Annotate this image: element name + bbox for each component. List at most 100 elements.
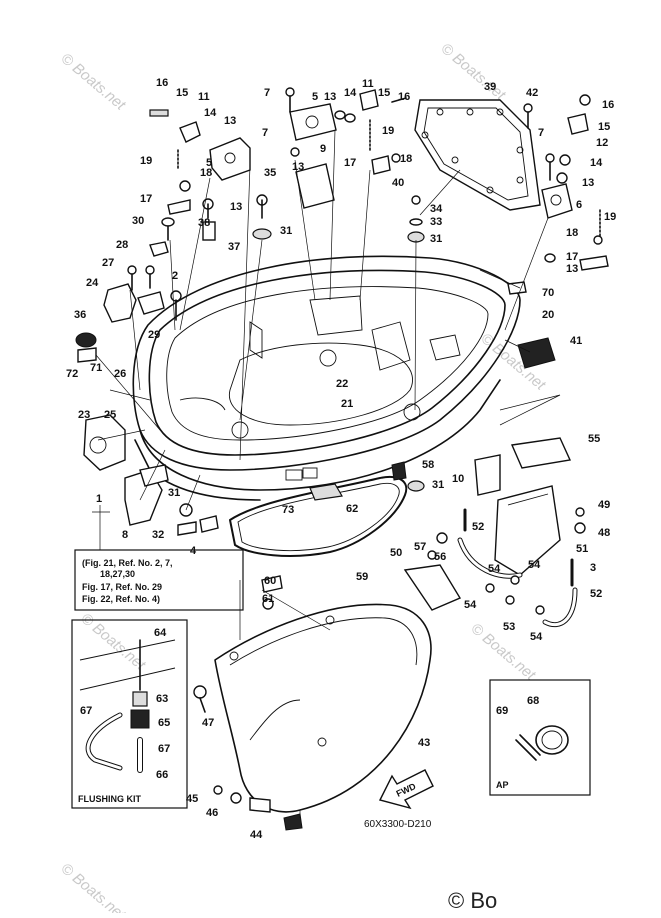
callout-18: 18 [566,227,578,239]
callout-19: 19 [604,211,616,223]
callout-40: 40 [392,177,404,189]
callout-13: 13 [582,177,594,189]
callout-67: 67 [158,743,170,755]
callout-13: 13 [324,91,336,103]
callout-36: 36 [74,309,86,321]
callout-14: 14 [590,157,603,169]
callout-10: 10 [452,473,464,485]
callout-15: 15 [598,121,610,133]
callout-3: 3 [590,562,596,574]
callout-49: 49 [598,499,610,511]
callout-14: 14 [204,107,217,119]
watermark: © Boats.net [57,860,129,913]
callout-39: 39 [484,81,496,93]
note-box: (Fig. 21, Ref. No. 2, 7, 18,27,30 Fig. 1… [74,505,244,611]
gasket-part-59 [229,476,408,557]
callout-7: 7 [262,127,268,139]
watermark-bottom: © Bo [448,888,497,913]
callout-16: 16 [602,99,614,111]
callout-18: 18 [400,153,412,165]
callout-19: 19 [140,155,152,167]
callout-46: 46 [206,807,218,819]
callout-4: 4 [190,545,197,557]
callout-61: 61 [262,593,274,605]
note-line: Fig. 22, Ref. No. 4) [82,594,160,604]
callout-52: 52 [472,521,484,533]
callout-64: 64 [154,627,167,639]
watermark: © Boats.net [57,50,129,114]
callout-15: 15 [176,87,188,99]
callout-6: 6 [576,199,582,211]
callout-13: 13 [566,263,578,275]
callout-9: 9 [320,143,326,155]
drawing-code: 60X3300-D210 [364,819,432,830]
callout-68: 68 [527,695,539,707]
callout-14: 14 [344,87,357,99]
callout-20: 20 [542,309,554,321]
callout-21: 21 [341,398,353,410]
callout-51: 51 [576,543,588,555]
callout-55: 55 [588,433,600,445]
callout-33: 33 [430,216,442,228]
callout-60: 60 [264,575,276,587]
callout-22: 22 [336,378,348,390]
note-line: 18,27,30 [100,569,135,579]
callout-54: 54 [530,631,543,643]
callout-13: 13 [230,201,242,213]
callout-45: 45 [186,793,198,805]
callout-31: 31 [432,479,444,491]
forward-arrow-icon: FWD [378,769,434,810]
callout-31: 31 [430,233,442,245]
small-parts [75,87,609,831]
callout-52: 52 [590,588,602,600]
callout-28: 28 [116,239,128,251]
callout-65: 65 [158,717,170,729]
callout-71: 71 [90,362,102,374]
callout-66: 66 [156,769,168,781]
callout-43: 43 [418,737,430,749]
callout-48: 48 [598,527,610,539]
callout-11: 11 [198,91,210,103]
callout-62: 62 [346,503,358,515]
callout-50: 50 [390,547,402,559]
callout-5: 5 [312,91,318,103]
callout-70: 70 [542,287,554,299]
callout-12: 12 [596,137,608,149]
callout-7: 7 [264,87,270,99]
callout-1: 1 [96,493,102,505]
callout-58: 58 [422,459,434,471]
callout-56: 56 [434,551,446,563]
callout-17: 17 [344,157,356,169]
callout-13: 13 [292,161,304,173]
callout-54: 54 [528,559,541,571]
callout-15: 15 [378,87,390,99]
callout-32: 32 [152,529,164,541]
callout-13: 13 [224,115,236,127]
callout-35: 35 [264,167,276,179]
callout-24: 24 [86,277,99,289]
callout-31: 31 [168,487,180,499]
callout-31: 31 [280,225,292,237]
note-line: Fig. 17, Ref. No. 29 [82,582,162,592]
flushing-kit-label: FLUSHING KIT [78,794,141,804]
watermark: © Boats.net [437,40,509,104]
callout-30: 30 [132,215,144,227]
callout-53: 53 [503,621,515,633]
callout-27: 27 [102,257,114,269]
callout-29: 29 [148,329,160,341]
ap-box: AP [489,679,591,796]
callout-19: 19 [382,125,394,137]
leader-lines [95,129,561,818]
callout-59: 59 [356,571,368,583]
callout-25: 25 [104,409,116,421]
callout-23: 23 [78,409,90,421]
callout-7: 7 [538,127,544,139]
callout-11: 11 [362,78,374,90]
callout-16: 16 [156,77,168,89]
callout-38: 38 [198,217,210,229]
callout-26: 26 [114,368,126,380]
flushing-kit-box: FLUSHING KIT [71,619,188,809]
callout-72: 72 [66,368,78,380]
